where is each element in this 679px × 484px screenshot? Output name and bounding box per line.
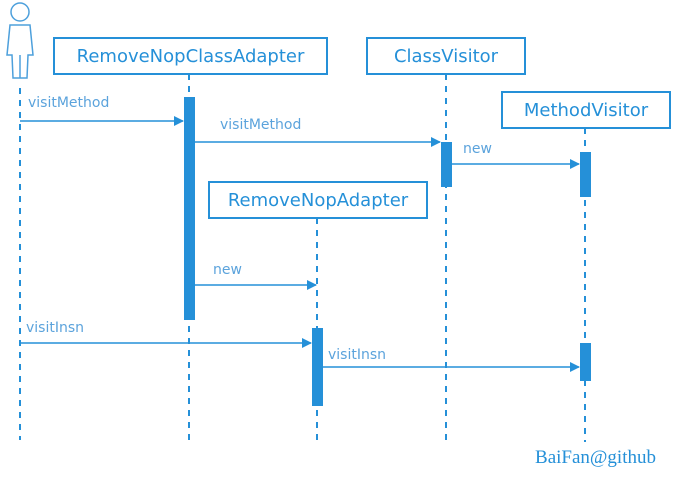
activation-removenopadapter <box>312 328 323 406</box>
message-label: visitInsn <box>328 347 386 363</box>
participant-removenopclassadapter: RemoveNopClassAdapter <box>53 37 328 75</box>
watermark: BaiFan@github <box>535 447 656 468</box>
participant-label: ClassVisitor <box>394 46 499 67</box>
message-label: visitInsn <box>26 320 84 336</box>
activation-classvisitor <box>441 142 452 187</box>
message-label: new <box>213 262 242 278</box>
activation-methodvisitor-1 <box>580 152 591 197</box>
message-label: visitMethod <box>220 117 301 133</box>
person-icon <box>6 2 34 79</box>
participant-label: RemoveNopAdapter <box>228 190 409 211</box>
message-label: new <box>463 141 492 157</box>
participant-label: MethodVisitor <box>524 100 649 121</box>
participant-methodvisitor: MethodVisitor <box>501 91 671 129</box>
participant-label: RemoveNopClassAdapter <box>77 46 305 67</box>
activation-removenopclassadapter <box>184 97 195 320</box>
message-label: visitMethod <box>28 95 109 111</box>
activation-methodvisitor-2 <box>580 343 591 381</box>
participant-classvisitor: ClassVisitor <box>366 37 526 75</box>
participant-removenopadapter: RemoveNopAdapter <box>208 181 428 219</box>
